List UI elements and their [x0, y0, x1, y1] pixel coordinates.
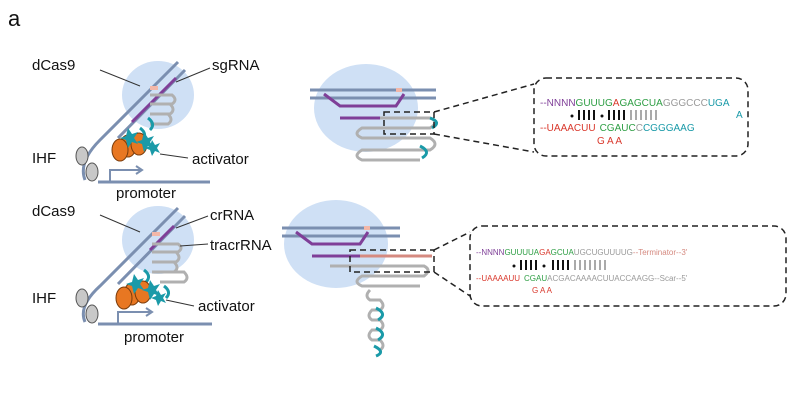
hairpin: [150, 93, 177, 126]
ihf-icon: [75, 146, 89, 166]
ms2-loop: [375, 326, 384, 342]
dcas9-label: dCas9: [32, 203, 75, 220]
callout-line: [175, 67, 211, 83]
bottom-middle-schematic: [282, 200, 471, 358]
bottom-left-schematic: dCas9 crRNA tracrRNA IHF activator promo…: [32, 203, 272, 346]
pam-marker: [364, 226, 370, 230]
coat-protein-icons: [120, 128, 160, 156]
pam-marker: [152, 232, 160, 236]
callout-line: [165, 299, 195, 307]
callout-line: [99, 69, 141, 87]
promoter-label: promoter: [116, 185, 176, 202]
promoter-arrow: [117, 311, 150, 324]
ms2-loop: [163, 284, 171, 300]
ihf-label: IHF: [32, 290, 56, 307]
promoter-label: promoter: [124, 329, 184, 346]
zoom-guide: [433, 83, 535, 113]
zoom-guide: [433, 271, 471, 297]
ms2-loop: [373, 344, 382, 358]
sequence-callout: [469, 225, 787, 307]
promoter-arrowhead: [135, 165, 144, 175]
hairpin: [330, 264, 430, 352]
callout-line: [159, 153, 189, 159]
activator-subunit: [115, 286, 133, 310]
callout-line: [175, 215, 209, 229]
activator-label: activator: [192, 151, 249, 168]
top-seq-top-strand: --NNNNGUUUGAGAGCUAGGGCCCUGA: [540, 98, 730, 109]
top-seq-bulge: G A A: [597, 136, 622, 147]
dcas9-label: dCas9: [32, 57, 75, 74]
ms2-loop: [143, 268, 151, 284]
hairpin: [152, 242, 189, 284]
bottom-seq-bulge: G A A: [532, 286, 553, 295]
tracrrna-label: tracrRNA: [210, 237, 272, 254]
crrna-strand: [295, 230, 370, 246]
callout-line: [179, 243, 209, 247]
activator-label: activator: [198, 298, 255, 315]
ms2-loop: [375, 306, 384, 322]
pam-marker: [396, 88, 402, 92]
ms2-loop: [147, 116, 155, 132]
coat-protein-icons: [126, 274, 166, 306]
crrna-strand: [148, 224, 176, 252]
zoom-box: [383, 111, 435, 135]
ihf-icon: [75, 288, 89, 308]
bottom-sequence-box: --NNNNGUUUUAGAGCUAUGCUGUUUUG--Terminator…: [469, 225, 787, 307]
zoom-guide: [433, 133, 535, 153]
zoom-guide: [433, 231, 471, 251]
bottom-seq-top-strand: --NNNNGUUUUAGAGCUAUGCUGUUUUG--Terminator…: [476, 248, 688, 257]
top-left-schematic: dCas9 sgRNA IHF activator promoter: [32, 57, 260, 202]
ms2-loop: [419, 144, 428, 160]
pam-marker: [150, 86, 158, 90]
promoter-arrow: [109, 169, 140, 182]
promoter-arrowhead: [145, 307, 154, 317]
zoom-box: [349, 249, 435, 273]
sgrna-strand: [130, 76, 178, 124]
activator-subunit: [111, 138, 129, 162]
dcas9-blob: [314, 64, 418, 152]
top-seq-loop: A: [736, 110, 743, 121]
ihf-label: IHF: [32, 150, 56, 167]
sgrna-label: sgRNA: [212, 57, 260, 74]
crrna-label: crRNA: [210, 207, 254, 224]
top-middle-schematic: [310, 64, 535, 162]
callout-line: [99, 214, 141, 233]
panel-label: a: [8, 6, 21, 31]
ihf-icon: [85, 304, 99, 324]
sgrna-strand: [323, 92, 406, 108]
bottom-seq-pairing: [512, 260, 606, 270]
ihf-icon: [85, 162, 99, 182]
top-seq-pairing: [570, 110, 657, 120]
